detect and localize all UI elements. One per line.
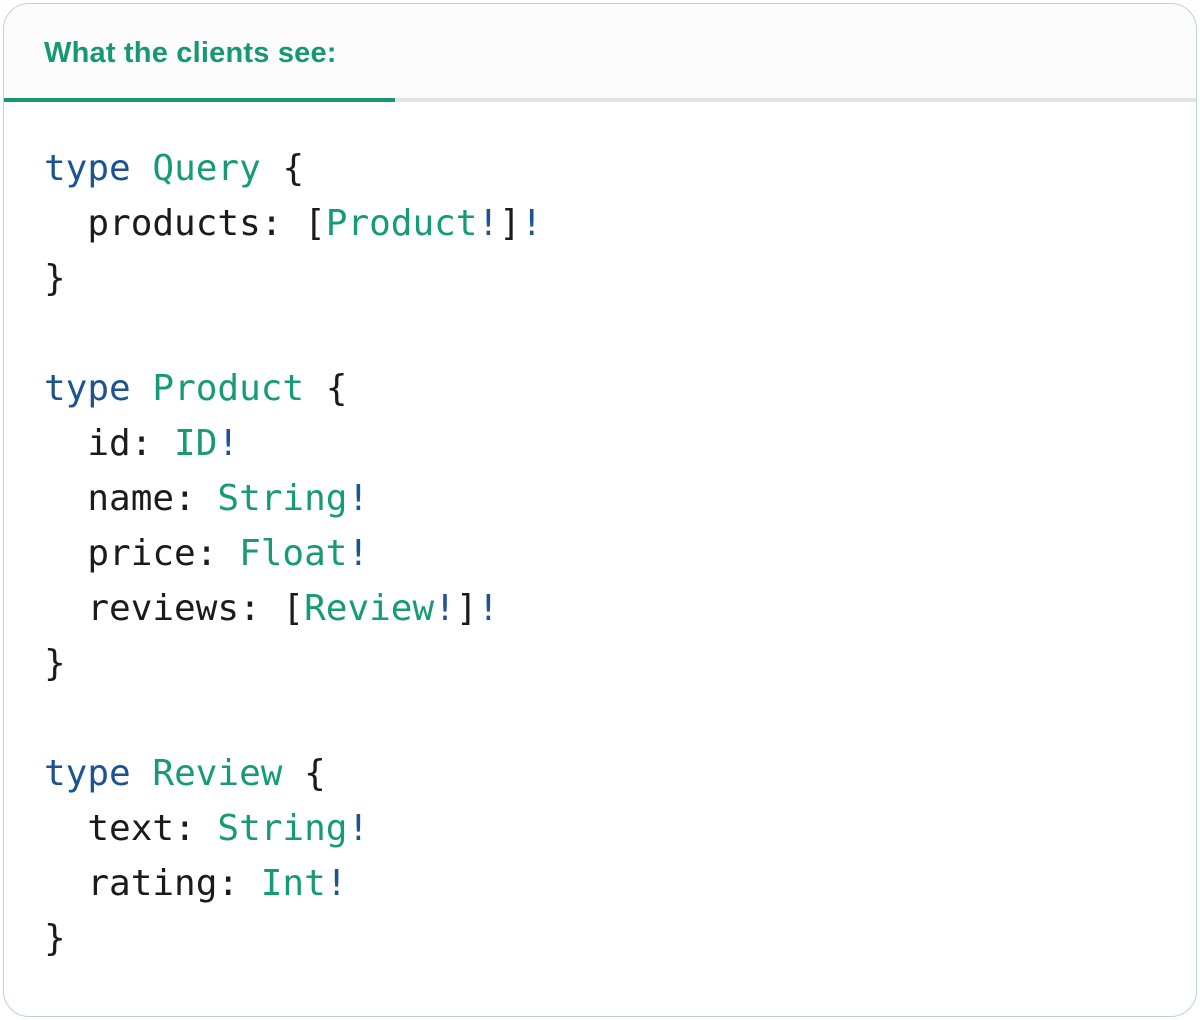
code-line: id: ID!	[44, 423, 240, 464]
code-line: text: String!	[44, 808, 370, 849]
code-line	[44, 306, 1176, 361]
code-line: price: Float!	[44, 533, 370, 574]
code-line: type Product {	[44, 368, 348, 409]
code-line: }	[44, 643, 66, 684]
code-line: rating: Int!	[44, 863, 348, 904]
tab-what-clients-see[interactable]: What the clients see:	[4, 4, 395, 102]
schema-panel-card: What the clients see: type Query { produ…	[3, 3, 1197, 1017]
code-line: name: String!	[44, 478, 370, 519]
tab-label: What the clients see:	[44, 36, 337, 69]
tab-bar: What the clients see:	[4, 4, 1196, 102]
graphql-schema-code: type Query { products: [Product!]!} type…	[4, 102, 1196, 966]
code-line: }	[44, 918, 66, 959]
code-line: type Review {	[44, 753, 326, 794]
code-line: type Query {	[44, 148, 305, 189]
code-line: products: [Product!]!	[44, 203, 543, 244]
code-line: reviews: [Review!]!	[44, 588, 500, 629]
code-line	[44, 691, 1176, 746]
code-line: }	[44, 258, 66, 299]
